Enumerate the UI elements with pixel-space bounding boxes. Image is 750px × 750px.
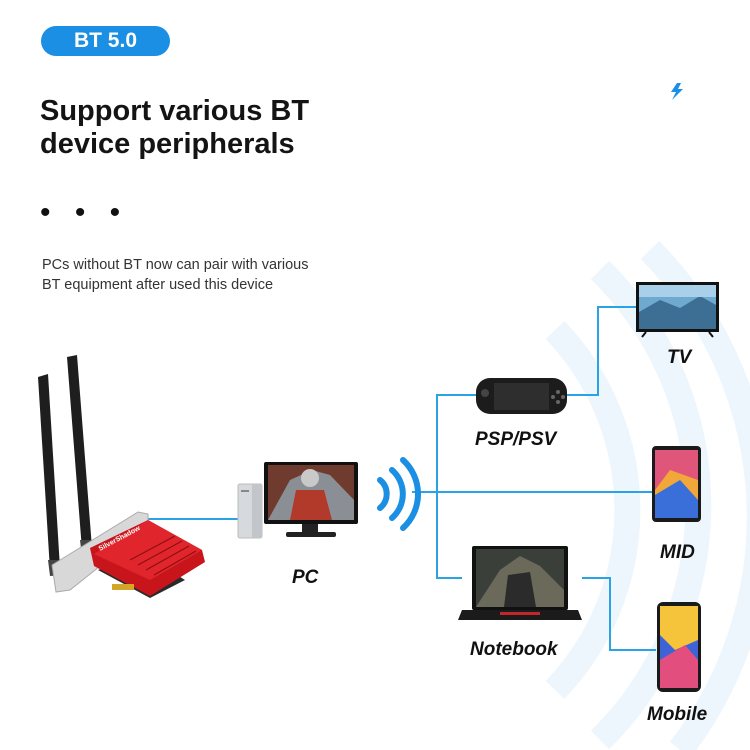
description-line-1: PCs without BT now can pair with various [42, 257, 309, 273]
antenna-right [67, 355, 97, 557]
title-line-1: Support various BT [40, 95, 310, 127]
connection-lines [145, 306, 656, 651]
label-mobile: Mobile [647, 704, 708, 725]
pc-tower [237, 483, 263, 539]
bt-version-badge: BT 5.0 [41, 26, 170, 56]
mid-tablet-image [652, 446, 701, 522]
pc-image [237, 462, 358, 539]
lightning-icon [671, 83, 683, 100]
label-tv: TV [667, 347, 693, 368]
description-line-2: BT equipment after used this device [42, 277, 274, 293]
label-psp: PSP/PSV [475, 429, 558, 450]
psp-image [476, 378, 567, 414]
label-notebook: Notebook [470, 639, 559, 660]
pc-monitor [264, 462, 358, 537]
bt-card-image: SilverShadow [38, 355, 205, 598]
notebook-image [458, 546, 582, 620]
tv-image [636, 282, 719, 338]
mobile-image [657, 602, 701, 692]
label-mid: MID [660, 542, 695, 563]
bluetooth-wave-icon [377, 457, 422, 531]
label-pc: PC [292, 567, 319, 588]
title-line-2: device peripherals [40, 128, 295, 160]
antenna-left [38, 374, 64, 576]
page-title: Support various BT device peripherals [40, 95, 309, 161]
description: PCs without BT now can pair with various… [42, 255, 309, 295]
decorative-dots: • • • [40, 196, 129, 229]
device-labels: PC TV PSP/PSV MID Notebook Mobile [292, 347, 708, 725]
